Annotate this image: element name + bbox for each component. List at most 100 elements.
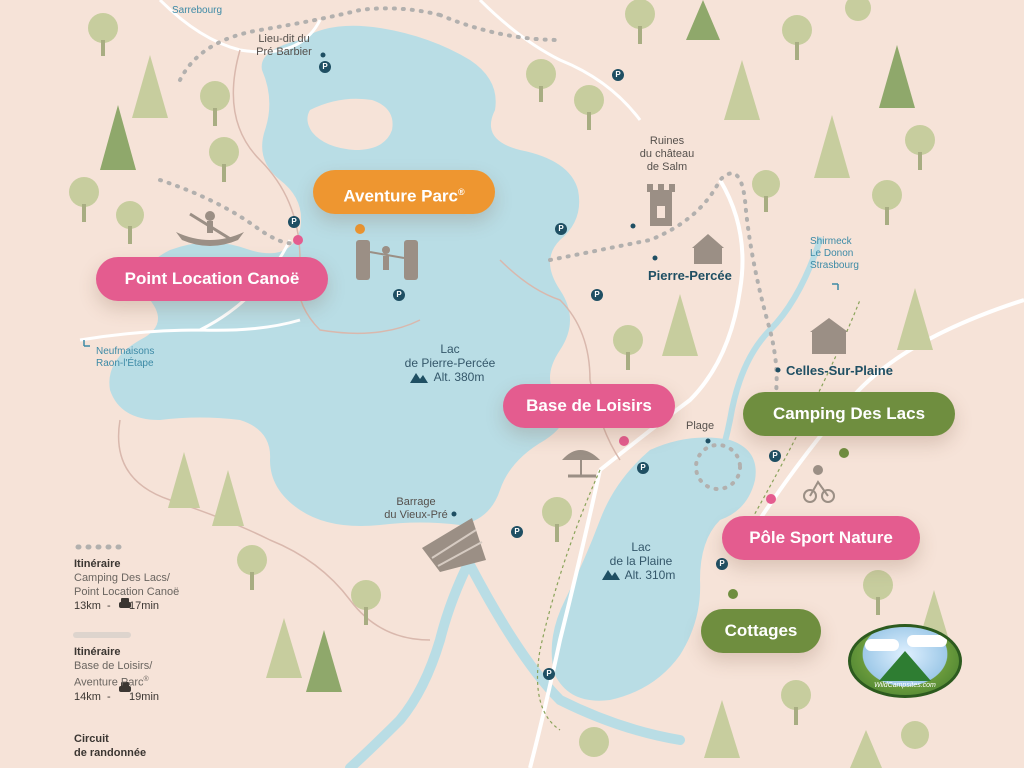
tree-icon (168, 452, 200, 508)
legend-item1-line2: Point Location Canoë (74, 586, 180, 598)
river (345, 555, 685, 768)
tree-icon (625, 0, 655, 44)
barrage-label: Barrage du Vieux-Pré (384, 496, 448, 521)
tree-icon (724, 60, 760, 120)
house-icon (692, 234, 724, 264)
tree-icon (200, 81, 230, 126)
logo-text: WildCampsites.com (874, 682, 936, 689)
dotted-itinerary-north (178, 6, 562, 82)
lieu-dit-label: Lieu-dit du Pré Barbier (256, 33, 312, 58)
marker-dot (652, 255, 658, 261)
trees (69, 0, 952, 768)
canoe-icon (176, 211, 244, 246)
tree-icon (901, 721, 929, 749)
parking-icon: P (591, 289, 603, 301)
sarrebourg-label: Sarrebourg (172, 5, 223, 16)
base-de-loisirs-label: Base de Loisirs (526, 396, 652, 415)
tree-icon (212, 470, 244, 526)
parking-icon: P (637, 462, 649, 474)
parking-icon: P (769, 450, 781, 462)
road-east (598, 178, 745, 472)
tree-icon (88, 13, 118, 56)
marker-dot (451, 511, 457, 517)
tree-icon (872, 180, 902, 225)
marker-dot (355, 224, 365, 234)
marker-dot (320, 52, 326, 58)
base-de-loisirs-marker[interactable]: Base de Loisirs (503, 384, 675, 428)
tree-icon (814, 115, 850, 178)
tree-icon (266, 618, 302, 678)
tree-icon (752, 170, 780, 212)
marker-dot (705, 438, 711, 444)
tree-icon (237, 545, 267, 590)
tree-icon (132, 55, 168, 118)
registered-mark: ® (458, 187, 465, 197)
lake-pierre-percee-label: Lac de Pierre-Percée Alt. 380m (404, 342, 496, 384)
legend-item1-line1: Camping Des Lacs/ (74, 572, 170, 584)
tree-icon (845, 0, 871, 21)
marker-dot (293, 235, 303, 245)
legend-item1-distance: 13km - 17min (74, 600, 160, 612)
beach-umbrella-icon (562, 450, 600, 478)
cottages-label: Cottages (724, 621, 798, 640)
car-icon (119, 598, 131, 692)
mountain-icon (602, 570, 620, 580)
aventure-parc-label: Aventure Parc (343, 186, 458, 206)
hiking-circuit (536, 299, 861, 731)
tree-icon (782, 15, 812, 60)
tree-icon (306, 630, 342, 692)
tree-icon (850, 730, 882, 768)
direction-west-label: Neufmaisons Raon-l'Étape (96, 346, 155, 369)
parking-icon: P (319, 61, 331, 73)
tree-icon (351, 580, 381, 625)
lake-plaine-label: Lac de la Plaine Alt. 310m (609, 540, 676, 582)
road-north (158, 0, 322, 54)
pole-sport-nature-label: Pôle Sport Nature (749, 528, 893, 547)
tree-icon (69, 177, 99, 222)
lake-pierre-percee (109, 25, 580, 526)
tree-icon (613, 325, 643, 370)
legend-item2-line1: Base de Loisirs/ (74, 660, 153, 672)
legend-item1-title: Itinéraire (74, 558, 121, 570)
mountain-icon (410, 373, 428, 383)
pole-sport-nature-marker[interactable]: Pôle Sport Nature (722, 516, 920, 560)
house-icon (810, 318, 848, 354)
legend-item2-title: Itinéraire (74, 646, 121, 658)
camping-des-lacs-label: Camping Des Lacs (772, 404, 926, 423)
legend-item3-line1: Circuit (74, 733, 109, 745)
tree-icon (116, 201, 144, 244)
cottages-marker[interactable]: Cottages (701, 609, 821, 653)
tree-icon (526, 59, 556, 102)
point-location-canoe-marker[interactable]: Point Location Canoë (96, 257, 328, 301)
tree-icon (100, 105, 136, 170)
marker-dot (630, 223, 636, 229)
direction-arrow-icon (832, 283, 839, 290)
camping-des-lacs-marker[interactable]: Camping Des Lacs (743, 392, 955, 436)
marker-dot (775, 367, 781, 373)
tree-icon (686, 0, 720, 40)
marker-dot (728, 589, 738, 599)
parking-icon: P (612, 69, 624, 81)
legend-item-itinerary-1: Itinéraire Camping Des Lacs/ Point Locat… (74, 557, 179, 613)
direction-east-label: Shirmeck Le Donon Strasbourg (810, 236, 859, 271)
legend-item-hiking: Circuit de randonnée (74, 732, 146, 760)
marker-dot (619, 436, 629, 446)
celles-sur-plaine-label: Celles-Sur-Plaine (786, 363, 893, 378)
dotted-itinerary-east (548, 171, 779, 402)
tree-icon (704, 700, 740, 758)
point-location-canoe-label: Point Location Canoë (124, 269, 300, 288)
tree-icon (574, 85, 604, 130)
aventure-parc-marker[interactable]: Aventure Parc® (313, 170, 495, 214)
wildcampsites-logo: WildCampsites.com (848, 624, 962, 698)
bike-icon (803, 465, 835, 503)
tree-icon (579, 727, 609, 757)
plage-label: Plage (686, 420, 715, 432)
castle-ruin-icon (647, 184, 675, 226)
parking-icon: P (511, 526, 523, 538)
parking-icon: P (393, 289, 405, 301)
marker-dot (766, 494, 776, 504)
tree-icon (897, 288, 933, 350)
lake-plaine (551, 437, 756, 701)
